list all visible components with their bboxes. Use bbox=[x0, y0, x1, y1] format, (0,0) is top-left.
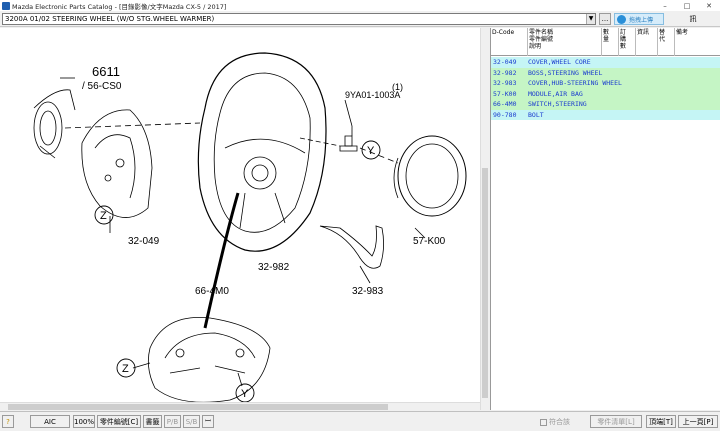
zoom-button[interactable]: 100% bbox=[73, 415, 95, 428]
steering-switch-shape bbox=[147, 316, 271, 403]
header-dcode[interactable]: D-Code bbox=[491, 28, 528, 56]
title-bar: Mazda Electronic Parts Catalog - [目錄影像/文… bbox=[0, 0, 720, 11]
horizontal-scroll-thumb[interactable] bbox=[8, 404, 388, 410]
parts-list-header: D-Code 零件名稱 零件編號 說明 數 量 訂 購 數 資訊 替 代 備考 bbox=[491, 28, 720, 56]
marker-y2-label: Y bbox=[241, 388, 249, 400]
checkbox-icon[interactable] bbox=[540, 418, 547, 426]
part-code: 66-4M0 bbox=[493, 100, 517, 109]
hub-cover-shape bbox=[319, 225, 384, 269]
label-32-049: 32-049 bbox=[128, 236, 160, 247]
part-name: MODULE,AIR BAG bbox=[528, 89, 583, 98]
chevron-down-icon[interactable]: ▼ bbox=[586, 14, 595, 24]
label-qty-1: (1) bbox=[392, 82, 403, 92]
match-label: 符合該 bbox=[549, 418, 570, 426]
section-select-value: 3200A 01/02 STEERING WHEEL (W/O STG.WHEE… bbox=[5, 15, 215, 23]
label-66-4m0: 66-4M0 bbox=[195, 286, 229, 297]
part-code: 57-K00 bbox=[493, 89, 517, 98]
match-checkbox[interactable]: 符合該 bbox=[540, 417, 570, 427]
diagram-horizontal-scrollbar[interactable] bbox=[0, 402, 480, 411]
header-qty[interactable]: 數 量 bbox=[602, 28, 619, 56]
wheel-core-cover-shape bbox=[81, 109, 153, 218]
edit-part-number-button[interactable]: 零件編號[C] bbox=[97, 415, 141, 428]
close-button[interactable]: ✕ bbox=[706, 1, 712, 10]
top-button[interactable]: 頂端[T] bbox=[646, 415, 676, 428]
table-row[interactable]: 90-780 BOLT bbox=[491, 109, 720, 120]
part-name: COVER,HUB-STEERING WHEEL bbox=[528, 79, 622, 88]
steering-wheel-shape bbox=[197, 52, 327, 252]
header-info[interactable]: 資訊 bbox=[636, 28, 658, 56]
label-32-982: 32-982 bbox=[258, 262, 290, 273]
help-button[interactable]: ? bbox=[2, 415, 14, 428]
table-row[interactable]: 32-983 COVER,HUB-STEERING WHEEL bbox=[491, 78, 720, 89]
marker-z2-circle bbox=[116, 358, 136, 378]
previous-page-button[interactable]: 上一頁[P] bbox=[678, 415, 718, 428]
part-code: 32-049 bbox=[493, 58, 517, 67]
marker-y-circle bbox=[361, 140, 381, 160]
app-icon bbox=[2, 1, 10, 10]
vertical-scroll-thumb[interactable] bbox=[482, 168, 488, 398]
part-code: 90-780 bbox=[493, 110, 517, 119]
table-row[interactable]: 32-982 BOSS,STEERING WHEEL bbox=[491, 67, 720, 78]
header-part-name[interactable]: 零件名稱 零件編號 說明 bbox=[528, 28, 602, 56]
table-row[interactable]: 57-K00 MODULE,AIR BAG bbox=[491, 88, 720, 99]
parts-diagram[interactable]: 6611 / 56-CS0 32-049 32-982 32-983 57-K0… bbox=[0, 28, 480, 410]
table-row[interactable]: 32-049 COVER,WHEEL CORE bbox=[491, 57, 720, 68]
window-title: Mazda Electronic Parts Catalog - [目錄影像/文… bbox=[12, 2, 227, 11]
marker-z-circle bbox=[94, 205, 114, 225]
table-row[interactable]: 66-4M0 SWITCH,STEERING bbox=[491, 99, 720, 110]
exploded-view-drawing: 6611 / 56-CS0 32-049 32-982 32-983 57-K0… bbox=[33, 52, 467, 403]
header-remark[interactable]: 備考 bbox=[676, 29, 689, 36]
maximize-button[interactable]: □ bbox=[683, 1, 691, 10]
sb-button[interactable]: S/B bbox=[183, 415, 200, 428]
label-32-983: 32-983 bbox=[352, 286, 384, 297]
part-name: SWITCH,STEERING bbox=[528, 100, 587, 109]
diagram-vertical-scrollbar[interactable] bbox=[480, 28, 489, 410]
part-name: BOLT bbox=[528, 110, 544, 119]
minimize-button[interactable]: – bbox=[663, 1, 667, 10]
parts-list-rows: 32-049 COVER,WHEEL CORE 32-982 BOSS,STEERI… bbox=[491, 57, 720, 120]
header-order-qty[interactable]: 訂 購 數 bbox=[619, 28, 636, 56]
aic-button[interactable]: AIC bbox=[30, 415, 70, 428]
part-code: 32-983 bbox=[493, 79, 517, 88]
label-6611: 6611 bbox=[92, 64, 120, 79]
label-9ya01: 9YA01-1003A bbox=[345, 90, 400, 100]
label-57-k00: 57-K00 bbox=[413, 236, 446, 247]
section-select[interactable]: 3200A 01/02 STEERING WHEEL (W/O STG.WHEE… bbox=[2, 13, 596, 25]
label-66-cs0: / 56-CS0 bbox=[82, 81, 122, 92]
parts-list-panel: D-Code 零件名稱 零件編號 說明 數 量 訂 購 數 資訊 替 代 備考 … bbox=[490, 28, 720, 410]
window-controls: – □ ✕ bbox=[654, 0, 720, 11]
toolbar: 3200A 01/02 STEERING WHEEL (W/O STG.WHEE… bbox=[0, 12, 720, 27]
marker-z-label: Z bbox=[100, 210, 107, 222]
part-code: 32-982 bbox=[493, 68, 517, 77]
part-name: COVER,WHEEL CORE bbox=[528, 58, 591, 67]
browse-button[interactable]: ... bbox=[599, 13, 611, 25]
part-name: BOSS,STEERING WHEEL bbox=[528, 68, 603, 77]
parts-list-button[interactable]: 零件清單[L] bbox=[590, 415, 642, 428]
bookmark-button[interactable]: 書籤 bbox=[143, 415, 162, 428]
save-icon[interactable]: ꟷ bbox=[202, 415, 214, 428]
clock-spring-shape bbox=[33, 101, 63, 155]
pb-button[interactable]: P/B bbox=[164, 415, 181, 428]
upload-label: 拖拽上傳 bbox=[629, 16, 654, 24]
cloud-icon bbox=[617, 14, 626, 24]
upload-button[interactable]: 拖拽上傳 bbox=[614, 13, 664, 25]
bottom-toolbar: ? AIC 100% 零件編號[C] 書籤 P/B S/B ꟷ 符合該 零件清單… bbox=[0, 411, 720, 431]
marker-z2-label: Z bbox=[122, 363, 129, 375]
marker-y-label: Y bbox=[367, 145, 375, 157]
print-button[interactable]: 訊 bbox=[689, 15, 697, 23]
air-bag-module-shape bbox=[397, 135, 467, 217]
header-replace[interactable]: 替 代 bbox=[658, 28, 675, 56]
